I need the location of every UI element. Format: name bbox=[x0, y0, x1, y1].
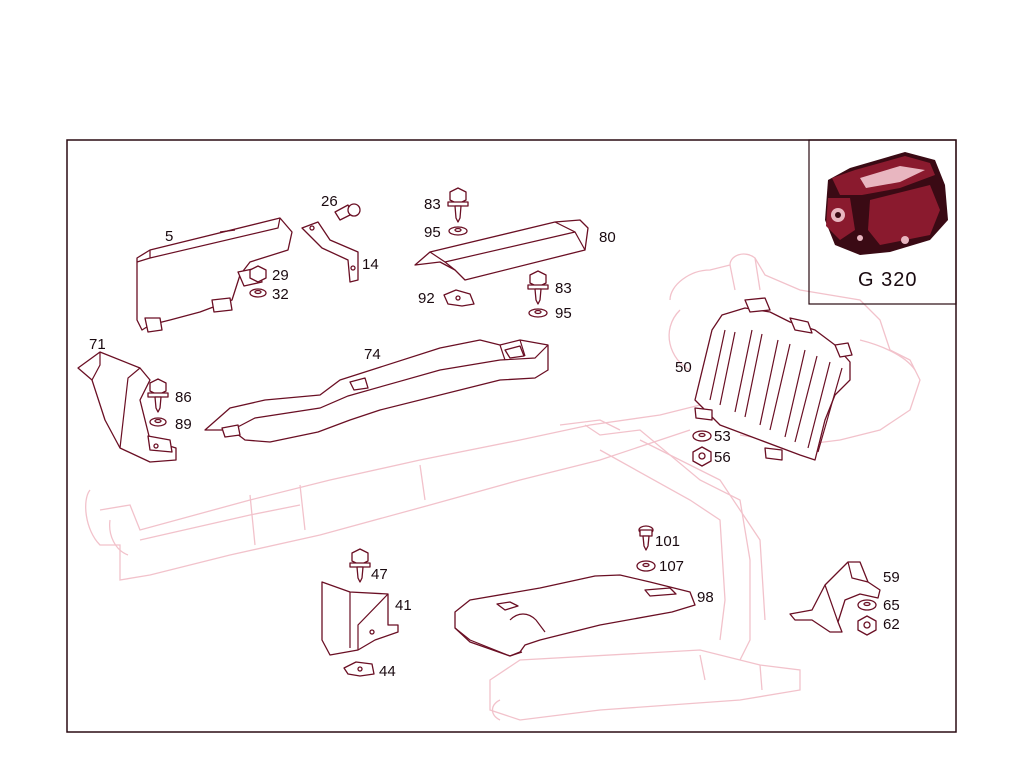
part-5-heat-shield bbox=[136, 217, 293, 333]
part-92-clip bbox=[443, 289, 475, 307]
callout-95-mid: 95 bbox=[555, 305, 572, 322]
background-exhaust-outline bbox=[85, 253, 921, 721]
callout-29: 29 bbox=[272, 267, 289, 284]
callout-83-mid: 83 bbox=[555, 280, 572, 297]
callout-26: 26 bbox=[321, 193, 338, 210]
diagram-frame bbox=[66, 139, 957, 733]
model-label: G 320 bbox=[858, 269, 917, 291]
part-83-mid-bolt bbox=[527, 270, 549, 305]
callout-107: 107 bbox=[659, 558, 684, 575]
part-95-mid-washer bbox=[528, 308, 548, 318]
callout-47: 47 bbox=[371, 566, 388, 583]
part-83-top-bolt bbox=[447, 187, 469, 223]
part-26-bolt bbox=[334, 203, 361, 221]
engine-inset: G 320 bbox=[808, 139, 957, 305]
part-107-washer bbox=[636, 560, 656, 572]
callout-65: 65 bbox=[883, 597, 900, 614]
callout-14: 14 bbox=[362, 256, 379, 273]
callout-89: 89 bbox=[175, 416, 192, 433]
callout-98: 98 bbox=[697, 589, 714, 606]
part-44-clip bbox=[343, 661, 375, 677]
part-56-nut bbox=[692, 446, 712, 467]
part-62-nut bbox=[857, 615, 877, 636]
callout-labels: 5 14 26 29 32 83 95 80 92 83 95 71 86 89… bbox=[89, 193, 900, 680]
callout-86: 86 bbox=[175, 389, 192, 406]
part-80-heat-shield bbox=[414, 219, 589, 281]
callout-44: 44 bbox=[379, 663, 396, 680]
part-101-screw bbox=[638, 525, 654, 551]
part-50-ribbed-shield bbox=[694, 297, 853, 461]
callout-95-top: 95 bbox=[424, 224, 441, 241]
callout-56: 56 bbox=[714, 449, 731, 466]
part-14-bracket bbox=[301, 221, 359, 283]
callout-80: 80 bbox=[599, 229, 616, 246]
part-98-shield-plate bbox=[454, 574, 696, 657]
callout-41: 41 bbox=[395, 597, 412, 614]
callout-53: 53 bbox=[714, 428, 731, 445]
part-47-bolt bbox=[349, 548, 371, 583]
part-29-nut bbox=[249, 265, 267, 283]
callout-59: 59 bbox=[883, 569, 900, 586]
callout-71: 71 bbox=[89, 336, 106, 353]
part-89-washer bbox=[149, 417, 167, 427]
part-53-washer bbox=[692, 430, 712, 442]
callout-5: 5 bbox=[165, 228, 173, 245]
part-41-bracket bbox=[321, 581, 399, 656]
part-95-top-washer bbox=[448, 226, 468, 236]
callout-101: 101 bbox=[655, 533, 680, 550]
part-65-washer bbox=[857, 599, 877, 611]
callout-50: 50 bbox=[675, 359, 692, 376]
callout-92: 92 bbox=[418, 290, 435, 307]
callout-32: 32 bbox=[272, 286, 289, 303]
callout-62: 62 bbox=[883, 616, 900, 633]
part-74-tunnel-shield bbox=[204, 339, 549, 443]
part-32-washer bbox=[249, 288, 267, 298]
engine-illustration bbox=[825, 152, 948, 255]
part-86-bolt bbox=[147, 378, 169, 413]
callout-83-top: 83 bbox=[424, 196, 441, 213]
part-71-side-shield bbox=[77, 351, 177, 463]
part-59-bracket bbox=[789, 561, 881, 633]
callout-74: 74 bbox=[364, 346, 381, 363]
